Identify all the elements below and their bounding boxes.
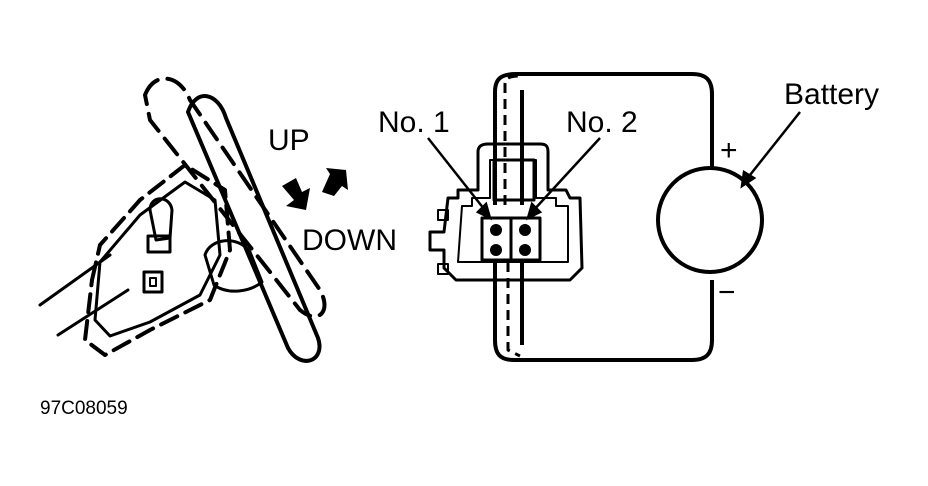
figure-code: 97C08059	[40, 398, 128, 419]
tilt-direction-arrows	[282, 168, 348, 210]
leader-lines	[427, 111, 801, 221]
leader-no1	[427, 137, 489, 215]
column-housing	[93, 180, 222, 338]
column-shaft	[38, 253, 130, 337]
label-down: DOWN	[302, 224, 397, 257]
label-battery: Battery	[784, 78, 879, 111]
leader-no2-arrowhead-icon	[526, 201, 543, 221]
circuit	[428, 72, 764, 362]
column-switch-inner	[149, 277, 157, 287]
wire-outer-return	[493, 262, 714, 362]
wire-dashed-overlay	[503, 74, 521, 205]
pin-3	[490, 244, 502, 256]
leader-battery-arrowhead-icon	[740, 169, 757, 189]
label-positive: +	[720, 134, 738, 167]
connector-housing	[428, 142, 584, 282]
connector-pins	[490, 224, 531, 256]
leader-battery	[745, 111, 801, 181]
arrow-up-icon	[322, 168, 348, 196]
wire-outer	[493, 72, 714, 205]
leader-no2	[531, 137, 601, 213]
arrow-down-icon	[282, 178, 310, 210]
label-negative: −	[718, 276, 736, 309]
label-no-1: No. 1	[378, 106, 450, 139]
steering-column-illustration	[38, 76, 327, 363]
label-up: UP	[268, 124, 310, 157]
pin-4	[519, 244, 531, 256]
connector-tab-top	[437, 209, 449, 221]
connector-inner-wall	[457, 159, 569, 263]
battery-symbol	[656, 166, 764, 274]
pin-1	[490, 224, 502, 236]
leader-no1-arrowhead-icon	[475, 201, 492, 221]
column-switch	[142, 270, 164, 294]
tilt-up-outline	[83, 163, 232, 357]
wheel-hub	[203, 239, 264, 293]
steering-wheel	[186, 94, 322, 363]
tilt-lever-base	[146, 234, 172, 254]
connector-tab-bottom	[437, 263, 449, 275]
pin-2	[519, 224, 531, 236]
tilt-lever	[148, 197, 174, 242]
wire-inner-dashed	[506, 262, 521, 358]
connector-latch	[492, 158, 536, 202]
label-no-2: No. 2	[566, 106, 638, 139]
